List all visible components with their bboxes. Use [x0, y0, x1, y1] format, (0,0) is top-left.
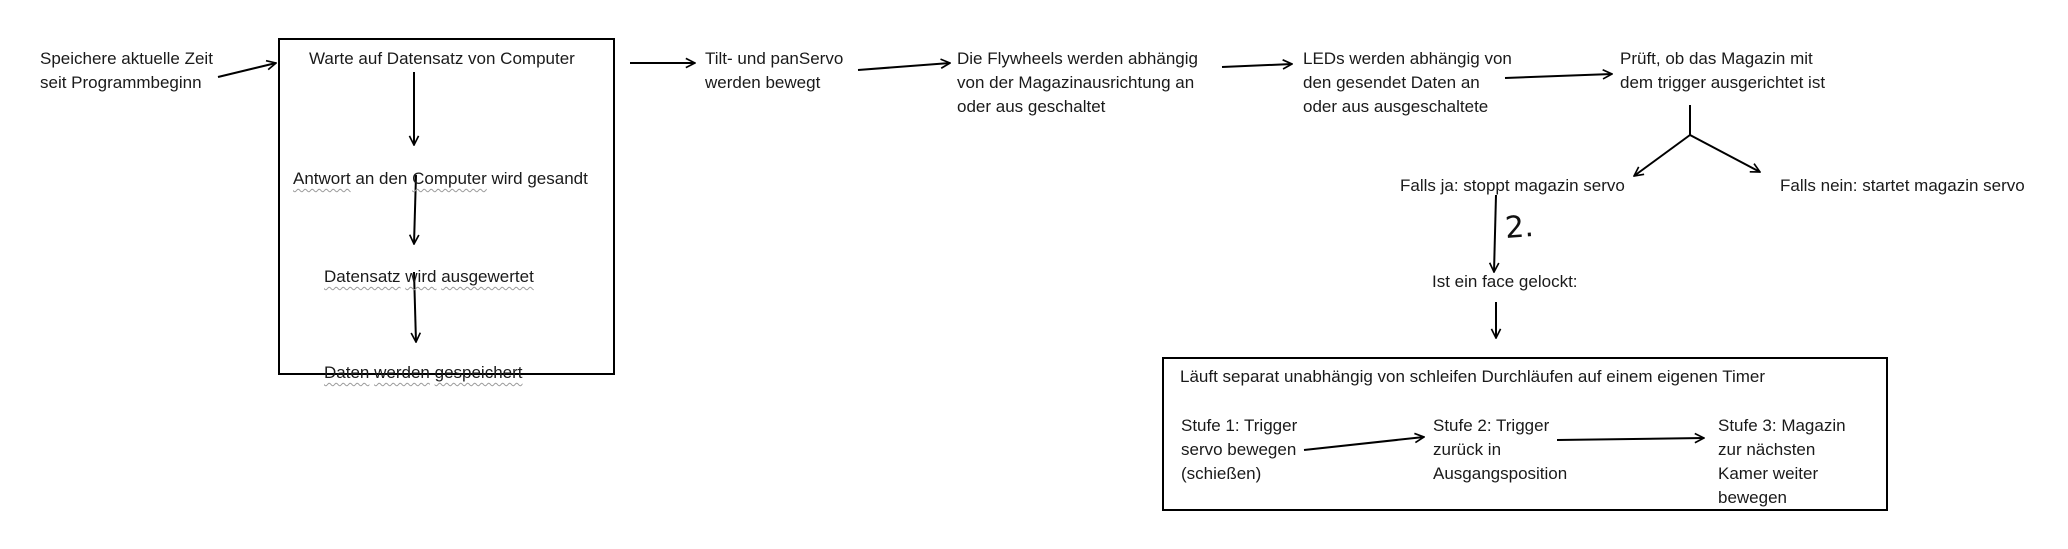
node-stage-1: Stufe 1: Trigger servo bewegen (schießen…: [1181, 416, 1298, 483]
node-stage-2: Stufe 2: Trigger zurück in Ausgangsposit…: [1433, 416, 1568, 483]
answer-word-2: Computer: [412, 169, 487, 188]
arrow-check-to-no: [1689, 134, 1760, 173]
handwritten-note: 2.: [1503, 209, 1535, 246]
arrow-stage2-to-stage3: [1556, 438, 1704, 440]
save-word-1: Daten: [324, 363, 370, 382]
arrow-stage1-to-stage2: [1303, 437, 1424, 451]
arrow-leds-to-check: [1504, 74, 1612, 78]
answer-text-1: an den: [350, 169, 413, 188]
timer-box: [1162, 357, 1888, 511]
node-no: Falls nein: startet magazin servo: [1780, 176, 2025, 195]
node-save: Daten werden gespeichert: [324, 337, 523, 385]
save-word-2: werden: [374, 363, 430, 382]
arrow-eval-to-save: [414, 271, 416, 342]
node-tiltpan: Tilt- und panServo werden bewegt: [705, 49, 844, 92]
node-wait: Warte auf Datensatz von Computer: [309, 49, 575, 68]
arrow-start-to-wait: [217, 63, 276, 78]
loop-box: [278, 38, 615, 375]
node-face: Ist ein face gelockt:: [1432, 272, 1578, 291]
arrow-yes-to-face: [1494, 194, 1496, 272]
eval-word-1: Datensatz: [324, 267, 401, 286]
node-answer: Antwort an den Computer wird gesandt: [293, 143, 588, 191]
arrow-tiltpan-to-flywheels: [857, 63, 950, 71]
arrow-flywheels-to-leds: [1221, 64, 1292, 67]
eval-word-3: ausgewertet: [441, 267, 534, 286]
node-stage-3: Stufe 3: Magazin zur nächsten Kamer weit…: [1718, 416, 1846, 507]
node-start: Speichere aktuelle Zeit seit Programmbeg…: [40, 49, 213, 92]
node-leds: LEDs werden abhängig von den gesendet Da…: [1303, 49, 1512, 116]
node-yes: Falls ja: stoppt magazin servo: [1400, 176, 1625, 195]
arrow-answer-to-eval: [414, 174, 416, 244]
node-evaluate: Datensatz wird ausgewertet: [324, 241, 534, 289]
answer-word-1: Antwort: [293, 169, 351, 188]
node-flywheels: Die Flywheels werden abhängig von der Ma…: [957, 49, 1198, 116]
arrow-check-to-yes: [1634, 134, 1691, 176]
answer-text-2: wird gesandt: [486, 169, 588, 188]
save-word-3: gespeichert: [434, 363, 523, 382]
eval-word-2: wird: [405, 267, 437, 286]
timer-title: Läuft separat unabhängig von schleifen D…: [1180, 367, 1765, 386]
node-check: Prüft, ob das Magazin mit dem trigger au…: [1620, 49, 1826, 92]
